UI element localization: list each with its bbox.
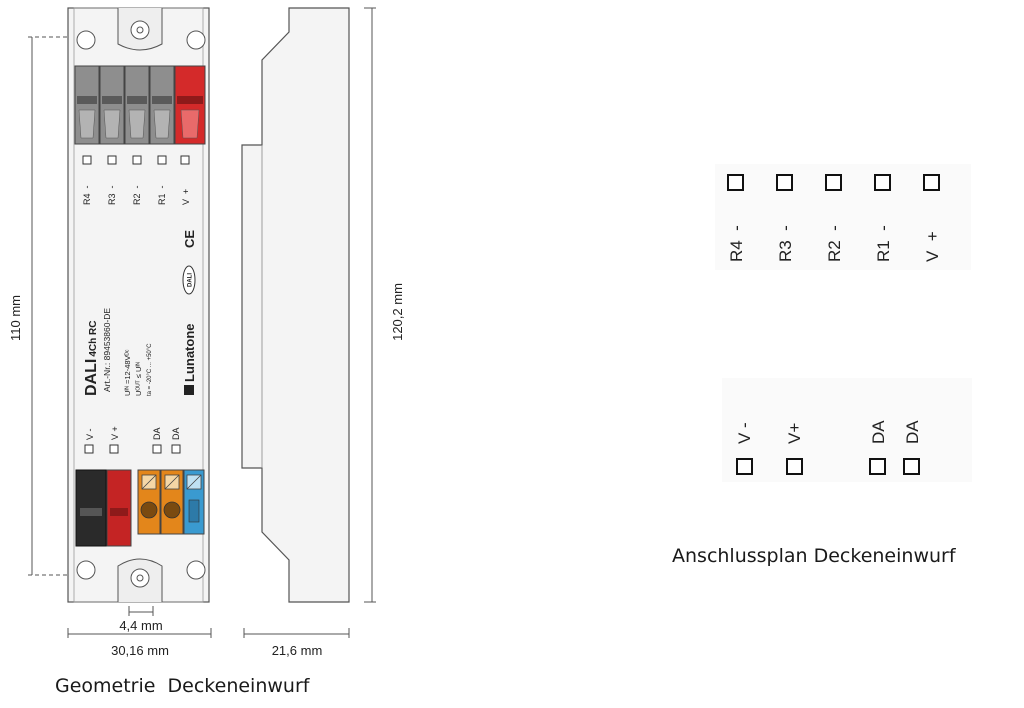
dimension-120-2mm <box>364 7 376 603</box>
dimension-4-4mm <box>128 606 154 616</box>
device-side-view <box>241 7 350 603</box>
connection-plan-bottom: V - V+ DA DA <box>722 378 972 482</box>
terminal-label-r4: R4 - <box>82 185 92 205</box>
terminal-label-r2: R2 - <box>132 185 142 205</box>
terminal-label-da1: DA <box>152 427 162 440</box>
spec-uout: Uᴼᵁᵀ ≤ Uᴵᴺ <box>134 361 143 396</box>
spec-ta: ta = -20°C ... +50°C <box>147 343 153 396</box>
plan-label-da1: DA <box>869 420 888 444</box>
terminal-label-vminus-bottom: V - <box>85 428 95 440</box>
bottom-terminal-labels: V - V + DA DA <box>85 426 181 440</box>
terminal-label-r3: R3 - <box>107 185 117 205</box>
art-nr: Art.-Nr.: 89453860-DE <box>102 308 112 392</box>
ce-mark: CE <box>182 230 197 248</box>
brand-text: Lunatone <box>182 324 197 383</box>
plan-label-vplus: V + <box>923 231 942 262</box>
terminal-label-vplus: V + <box>181 189 191 205</box>
dimension-30-16mm-label: 30,16 mm <box>111 643 169 658</box>
terminal-label-da2: DA <box>171 427 181 440</box>
bottom-terminal-markers <box>84 444 181 454</box>
caption-connection-plan: Anschlussplan Deckeneinwurf <box>672 545 956 567</box>
terminal-label-vplus-bottom: V + <box>110 426 120 440</box>
plan-label-r1: R1 - <box>874 225 893 262</box>
svg-text:DALI: DALI <box>188 273 194 287</box>
top-terminal-block <box>74 65 206 145</box>
plan-label-vplus-bottom: V+ <box>785 423 804 444</box>
top-terminal-markers <box>82 155 190 165</box>
terminal-label-r1: R1 - <box>157 185 167 205</box>
dimension-21-6mm <box>243 628 350 638</box>
dimension-120-2mm-label: 120,2 mm <box>390 283 405 341</box>
dimension-4-4mm-label: 4,4 mm <box>119 618 162 633</box>
plan-label-r3: R3 - <box>776 225 795 262</box>
plan-label-r2: R2 - <box>825 225 844 262</box>
dimension-30-16mm <box>67 628 212 638</box>
lunatone-logo: Lunatone <box>182 324 197 395</box>
caption-geometry: Geometrie Deckeneinwurf <box>55 675 310 697</box>
spec-uin: Uᴵᴺ =12-48Vᴰᶜ <box>123 349 132 396</box>
top-terminal-labels: R4 - R3 - R2 - R1 - V + <box>82 185 191 205</box>
model-name: DALI4Ch RC <box>83 321 100 396</box>
device-front-view: R4 - R3 - R2 - R1 - V + CE DALI Lunatone… <box>67 7 210 603</box>
bottom-terminal-block <box>75 469 205 547</box>
plan-label-vminus: V - <box>735 422 754 444</box>
plan-label-da2: DA <box>903 420 922 444</box>
plan-label-r4: R4 - <box>727 225 746 262</box>
dali-logo: DALI <box>182 265 196 295</box>
connection-plan-top: R4 - R3 - R2 - R1 - V + <box>715 164 971 270</box>
dimension-21-6mm-label: 21,6 mm <box>272 643 323 658</box>
dimension-110mm-label: 110 mm <box>8 295 23 341</box>
